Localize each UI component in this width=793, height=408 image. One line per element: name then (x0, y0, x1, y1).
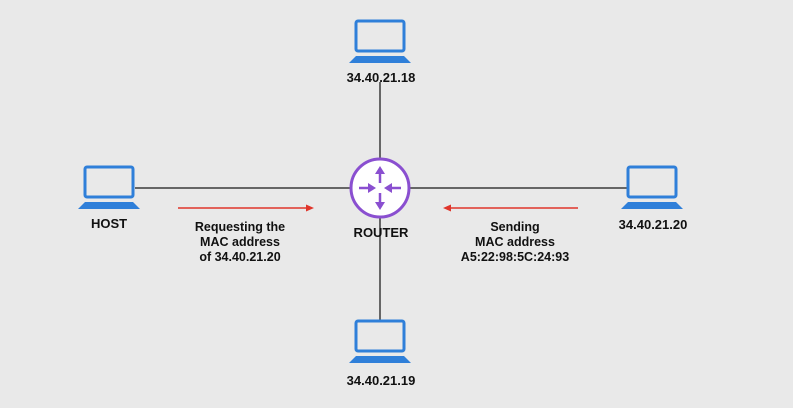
top-node-label: 34.40.21.18 (346, 70, 416, 85)
request-line: Requesting the (194, 220, 286, 234)
laptop-icon (349, 319, 411, 363)
reply-line: MAC address (475, 235, 555, 249)
request-line: of 34.40.21.20 (199, 250, 281, 264)
request-arrow (178, 204, 314, 212)
laptop-icon (621, 165, 683, 209)
router-icon (349, 157, 411, 219)
laptop-icon (349, 19, 411, 63)
reply-message: Sending MAC address A5:22:98:5C:24:93 (461, 220, 569, 265)
request-message: Requesting the MAC address of 34.40.21.2… (195, 220, 285, 265)
laptop-icon (78, 165, 140, 209)
request-line: MAC address (200, 235, 280, 249)
bottom-node-label: 34.40.21.19 (346, 373, 416, 388)
host-label: HOST (90, 216, 128, 231)
reply-line: Sending (490, 220, 540, 234)
router-label: ROUTER (353, 225, 409, 240)
right-node-label: 34.40.21.20 (618, 217, 688, 232)
reply-line: A5:22:98:5C:24:93 (460, 250, 570, 264)
reply-arrow (443, 204, 578, 212)
